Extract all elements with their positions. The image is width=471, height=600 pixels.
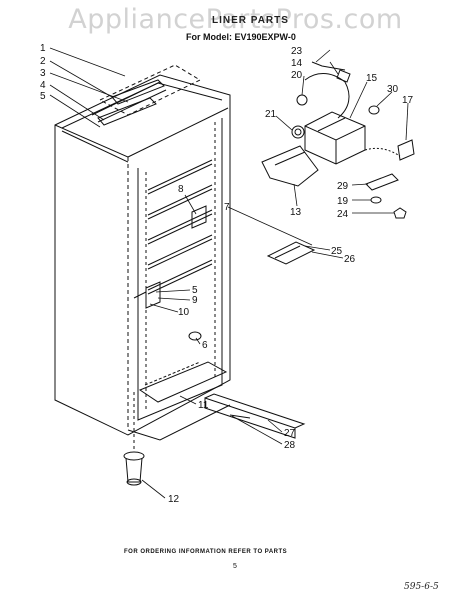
callout-17: 17 bbox=[402, 95, 414, 106]
shelf-rails bbox=[147, 159, 213, 295]
diagram-linework bbox=[49, 47, 415, 499]
air-diffuser bbox=[261, 145, 319, 187]
part-19-shape bbox=[370, 196, 382, 204]
callout-6: 6 bbox=[202, 340, 208, 351]
bottom-rail bbox=[204, 393, 306, 439]
callout-15: 15 bbox=[366, 73, 378, 84]
callout-5b: 5 bbox=[192, 285, 198, 296]
callout-7: 7 bbox=[224, 202, 230, 213]
drawing-code: 595-6-5 bbox=[404, 582, 439, 592]
thermostat bbox=[336, 69, 351, 83]
callout-9: 9 bbox=[192, 295, 198, 306]
callout-14: 14 bbox=[291, 58, 303, 69]
cover-bracket bbox=[266, 241, 316, 265]
callout-29: 29 bbox=[337, 181, 349, 192]
callout-20: 20 bbox=[291, 70, 303, 81]
callout-8: 8 bbox=[178, 184, 184, 195]
light-bulb bbox=[296, 94, 308, 106]
watermark: AppliancePartsPros.com bbox=[68, 4, 403, 35]
switch-bracket bbox=[365, 173, 399, 191]
callout-12: 12 bbox=[168, 494, 180, 505]
callout-3: 3 bbox=[40, 68, 46, 79]
page-title: LINER PARTS bbox=[212, 15, 289, 26]
part-24-shape bbox=[393, 207, 407, 219]
callout-19: 19 bbox=[337, 196, 349, 207]
callout-26: 26 bbox=[344, 254, 356, 265]
leader-lines bbox=[49, 47, 409, 499]
callout-30: 30 bbox=[387, 84, 399, 95]
callout-labels: 1 2 3 4 5 8 7 5 9 10 6 11 12 23 14 20 15… bbox=[40, 43, 414, 505]
callout-25: 25 bbox=[331, 246, 343, 257]
callout-23: 23 bbox=[291, 46, 303, 57]
shelf-bracket bbox=[191, 205, 207, 229]
callout-24: 24 bbox=[337, 209, 349, 220]
control-knob bbox=[368, 105, 380, 115]
hinge-plate bbox=[97, 97, 157, 126]
callout-28: 28 bbox=[284, 440, 296, 451]
leveling-leg bbox=[123, 392, 145, 486]
model-number: For Model: EV190EXPW-0 bbox=[186, 32, 296, 42]
callout-27: 27 bbox=[284, 428, 296, 439]
callout-21: 21 bbox=[265, 109, 277, 120]
top-hinge-bar bbox=[111, 79, 165, 105]
callout-1: 1 bbox=[40, 43, 46, 54]
callout-2: 2 bbox=[40, 56, 46, 67]
part-6-shape bbox=[188, 331, 202, 341]
control-housing bbox=[304, 111, 366, 165]
liner-cabinet bbox=[54, 64, 231, 441]
callout-5: 5 bbox=[40, 91, 46, 102]
callout-10: 10 bbox=[178, 307, 190, 318]
callout-13: 13 bbox=[290, 207, 302, 218]
callout-4: 4 bbox=[40, 80, 46, 91]
light-socket bbox=[291, 125, 305, 139]
light-switch bbox=[397, 139, 415, 161]
page-number: 5 bbox=[233, 563, 237, 570]
ordering-info-footer: FOR ORDERING INFORMATION REFER TO PARTS bbox=[124, 549, 288, 555]
bracket-part bbox=[145, 281, 161, 309]
callout-11: 11 bbox=[198, 400, 209, 411]
